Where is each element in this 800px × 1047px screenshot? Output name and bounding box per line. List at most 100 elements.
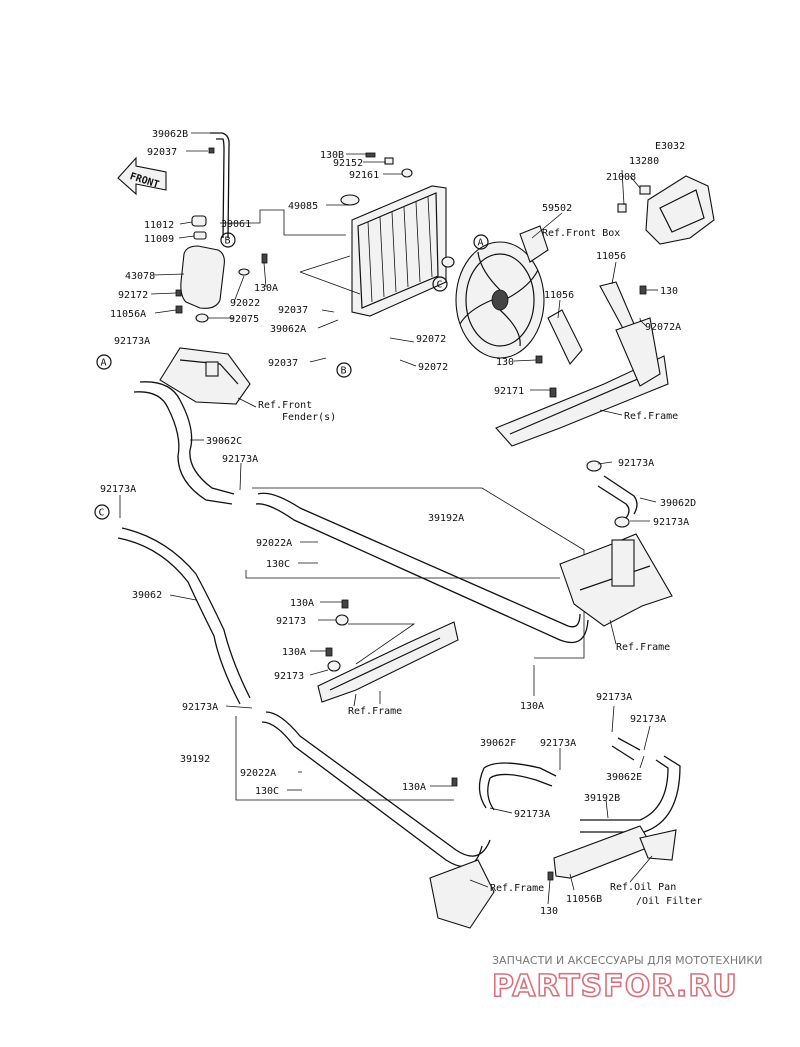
part-label: 39192 [180, 754, 210, 765]
pipe-39192b [580, 737, 681, 833]
part-label: 39062 [132, 590, 162, 601]
part-label: 92072 [416, 334, 446, 345]
svg-text:A: A [478, 238, 484, 249]
part-label: 92037 [278, 305, 308, 316]
overflow-tube-39062b [210, 132, 230, 239]
part-label: 92171 [494, 386, 524, 397]
circle-marker: B [336, 362, 352, 378]
part-label: 39062B [152, 129, 188, 140]
circle-marker: A [473, 234, 489, 250]
svg-text:C: C [99, 508, 105, 519]
reservoir-tank [175, 147, 268, 323]
part-label: 92152 [333, 158, 363, 169]
hose-39062c [133, 381, 235, 505]
circle-marker: C [94, 504, 110, 520]
part-label: 21008 [606, 172, 636, 183]
part-label: 43078 [125, 271, 155, 282]
part-label: 92072A [645, 322, 681, 333]
watermark: ЗАПЧАСТИ И АКСЕССУАРЫ ДЛЯ МОТОТЕХНИКИ PA… [491, 954, 762, 1005]
front-direction-arrow: FRONT [117, 156, 167, 196]
svg-text:C: C [437, 280, 443, 291]
ref-oil-filter: /Oil Filter [636, 896, 702, 907]
part-label: 39062E [606, 772, 642, 783]
part-label: 11056A [110, 309, 146, 320]
part-labels: 39062B 92037 11012 11009 43078 92172 110… [100, 129, 696, 917]
ref-frame: Ref.Frame [348, 706, 402, 717]
mid-frame-right [559, 533, 673, 627]
svg-text:B: B [341, 366, 347, 377]
pipe-39192a [245, 487, 589, 659]
part-label: 130A [290, 598, 314, 609]
part-label: 92161 [349, 170, 379, 181]
radiator-fan [455, 225, 549, 359]
part-label: 92173 [274, 671, 304, 682]
part-label: 92173A [182, 702, 218, 713]
ref-frame: Ref.Frame [490, 883, 544, 894]
svg-text:A: A [101, 358, 107, 369]
rear-frame [429, 777, 677, 929]
part-label: 39061 [221, 219, 251, 230]
part-label: 130 [660, 286, 678, 297]
part-label: 39192A [428, 513, 464, 524]
watermark-tagline: ЗАПЧАСТИ И АКСЕССУАРЫ ДЛЯ МОТОТЕХНИКИ [492, 954, 762, 967]
svg-text:B: B [225, 236, 231, 247]
part-label: 39062F [480, 738, 516, 749]
part-label: 11056 [596, 251, 626, 262]
part-label: 130A [254, 283, 278, 294]
part-label: 49085 [288, 201, 318, 212]
part-label: 59502 [542, 203, 572, 214]
part-label: 11009 [144, 234, 174, 245]
part-label: 92173A [596, 692, 632, 703]
part-label: 92173A [540, 738, 576, 749]
part-label: 92072 [418, 362, 448, 373]
part-label: 92022 [230, 298, 260, 309]
part-label: 130A [520, 701, 544, 712]
part-label: 92022A [240, 768, 276, 779]
part-label: 39192B [584, 793, 620, 804]
part-label: 92022A [256, 538, 292, 549]
circle-marker: B [220, 232, 236, 248]
part-label: 130A [282, 647, 306, 658]
hose-39062d [586, 460, 638, 528]
part-label: 39062C [206, 436, 242, 447]
hose-39062f [478, 762, 557, 811]
ref-front-box: Ref.Front Box [542, 228, 620, 239]
radiator [340, 152, 455, 317]
ref-frame: Ref.Frame [616, 642, 670, 653]
part-label: 130 [540, 906, 558, 917]
part-label: 130B [320, 150, 344, 161]
part-label: 92173 [276, 616, 306, 627]
part-label: 130C [255, 786, 279, 797]
reference-labels: Ref.Front Box Ref.Front Fender(s) Ref.Fr… [258, 228, 702, 907]
front-box-bracket [617, 175, 715, 245]
ref-front-fender-2: Fender(s) [282, 412, 336, 423]
part-label: 11056 [544, 290, 574, 301]
part-label: 11012 [144, 220, 174, 231]
part-label: 92075 [229, 314, 259, 325]
part-label: 13280 [629, 156, 659, 167]
part-label: 39062D [660, 498, 696, 509]
part-label: 130A [402, 782, 426, 793]
part-label: 92173A [653, 517, 689, 528]
watermark-logo: PARTSFOR.RU [492, 969, 738, 1004]
part-label: 92173A [114, 336, 150, 347]
hose-39062 [117, 527, 251, 705]
part-label: 92037 [147, 147, 177, 158]
leader-lines [119, 132, 658, 905]
part-label: 92173A [630, 714, 666, 725]
part-label: 11056B [566, 894, 602, 905]
part-label: 92173A [514, 809, 550, 820]
mid-frame-left [317, 599, 459, 703]
ref-front-fender: Ref.Front [258, 400, 312, 411]
part-label: 130 [496, 357, 514, 368]
front-frame [495, 317, 669, 447]
part-label: 92173A [222, 454, 258, 465]
circle-marker: A [96, 354, 112, 370]
circle-marker: C [432, 276, 448, 292]
part-label: 130C [266, 559, 290, 570]
diagram-code: E3032 [655, 141, 685, 152]
part-label: 92173A [100, 484, 136, 495]
part-label: 92172 [118, 290, 148, 301]
part-label: 92037 [268, 358, 298, 369]
